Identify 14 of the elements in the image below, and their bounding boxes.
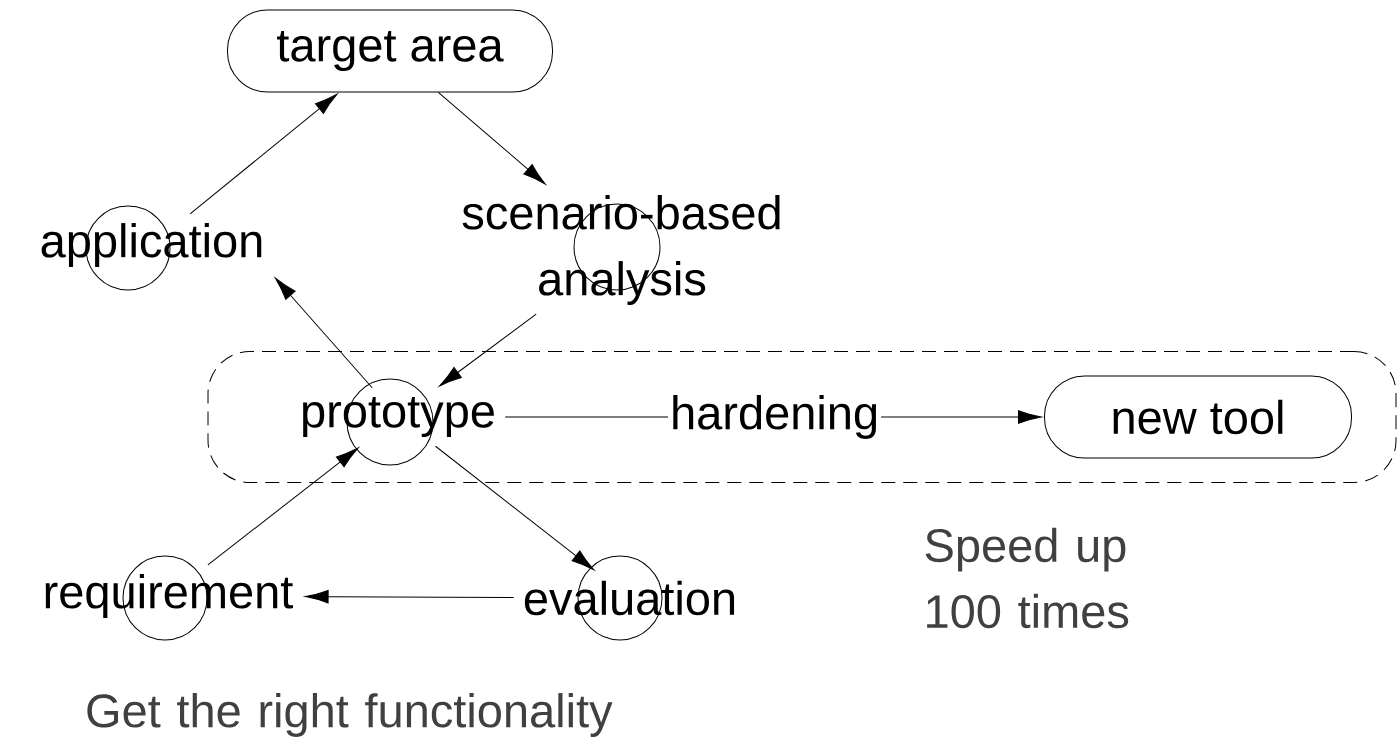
arrow: [304, 589, 515, 604]
circle-node: prototype: [303, 378, 494, 466]
arrow: [435, 445, 595, 571]
note-text: Speed up 100 times: [925, 527, 1129, 629]
edge-label: hardening: [668, 393, 882, 441]
rounded-box: new tool: [1044, 375, 1352, 459]
arrow: [439, 313, 537, 387]
arrow: [274, 277, 373, 389]
rounded-box: target area: [227, 9, 553, 93]
arrow: [437, 92, 546, 185]
note-text: Get the right functionality: [87, 693, 613, 737]
arrow: [189, 93, 338, 215]
dashed-group-box: [207, 351, 1397, 483]
arrow: [207, 447, 359, 566]
